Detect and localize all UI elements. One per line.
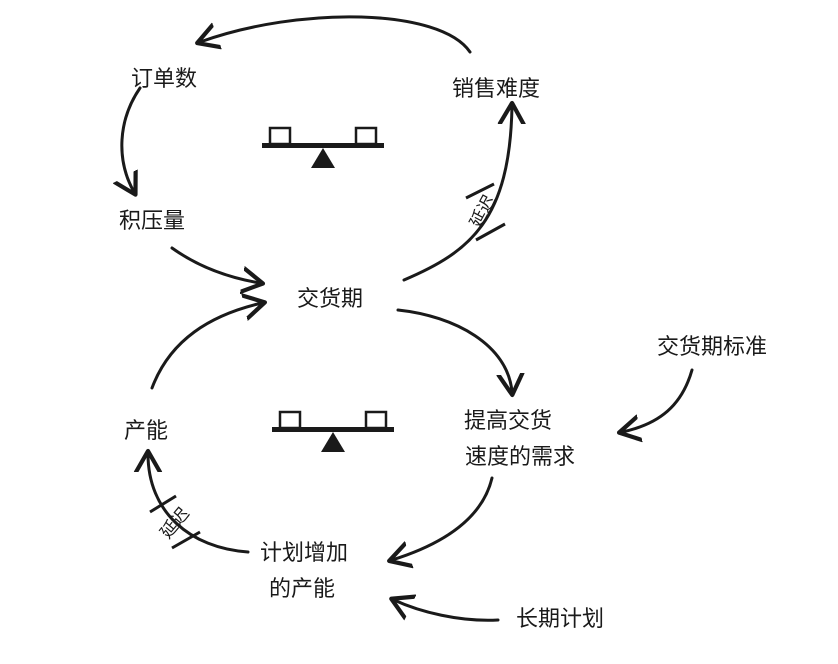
node-backlog: 积压量 [119,209,185,234]
delay-label-lower: 延迟 [157,504,194,543]
link-backlog-to-delivery-time [170,246,260,283]
node-sales-difficulty: 销售难度 [452,77,540,102]
delay-label-upper: 延迟 [466,192,500,231]
node-long-term-planning: 长期计划 [516,607,604,632]
link-planned-capacity-to-capacity [148,454,250,554]
node-planned-capacity-line1: 计划增加 [260,541,348,566]
link-capacity-to-delivery-time [150,303,262,390]
link-orders-to-backlog [122,86,142,192]
link-long-term-planning-to-planned-capacity [394,600,500,622]
delay-bar-upper-b [475,222,506,242]
delay-bar-upper-a [465,182,495,200]
link-sales-difficulty-to-orders [200,15,472,54]
node-delivery-speed-demand-line1: 提高交货 [464,409,552,434]
node-delivery-speed-demand-line2: 速度的需求 [465,445,575,470]
node-delivery-time: 交货期 [297,287,363,312]
balancing-loop-icon-upper [262,126,384,168]
delay-bar-lower-a [149,494,177,514]
balancing-loop-icon-lower [272,410,394,452]
node-planned-capacity-line2: 的产能 [269,577,335,602]
delay-bar-lower-b [171,530,201,550]
delay-marker-lower: 延迟 [149,494,201,550]
node-orders: 订单数 [131,67,197,92]
link-delivery-time-to-speed-demand [396,308,512,392]
link-delivery-time-to-sales-difficulty [402,106,512,282]
node-delivery-standard: 交货期标准 [657,335,767,360]
link-speed-demand-to-planned-capacity [392,476,494,560]
link-delivery-standard-to-speed-demand [622,368,694,432]
node-capacity: 产能 [124,419,168,444]
